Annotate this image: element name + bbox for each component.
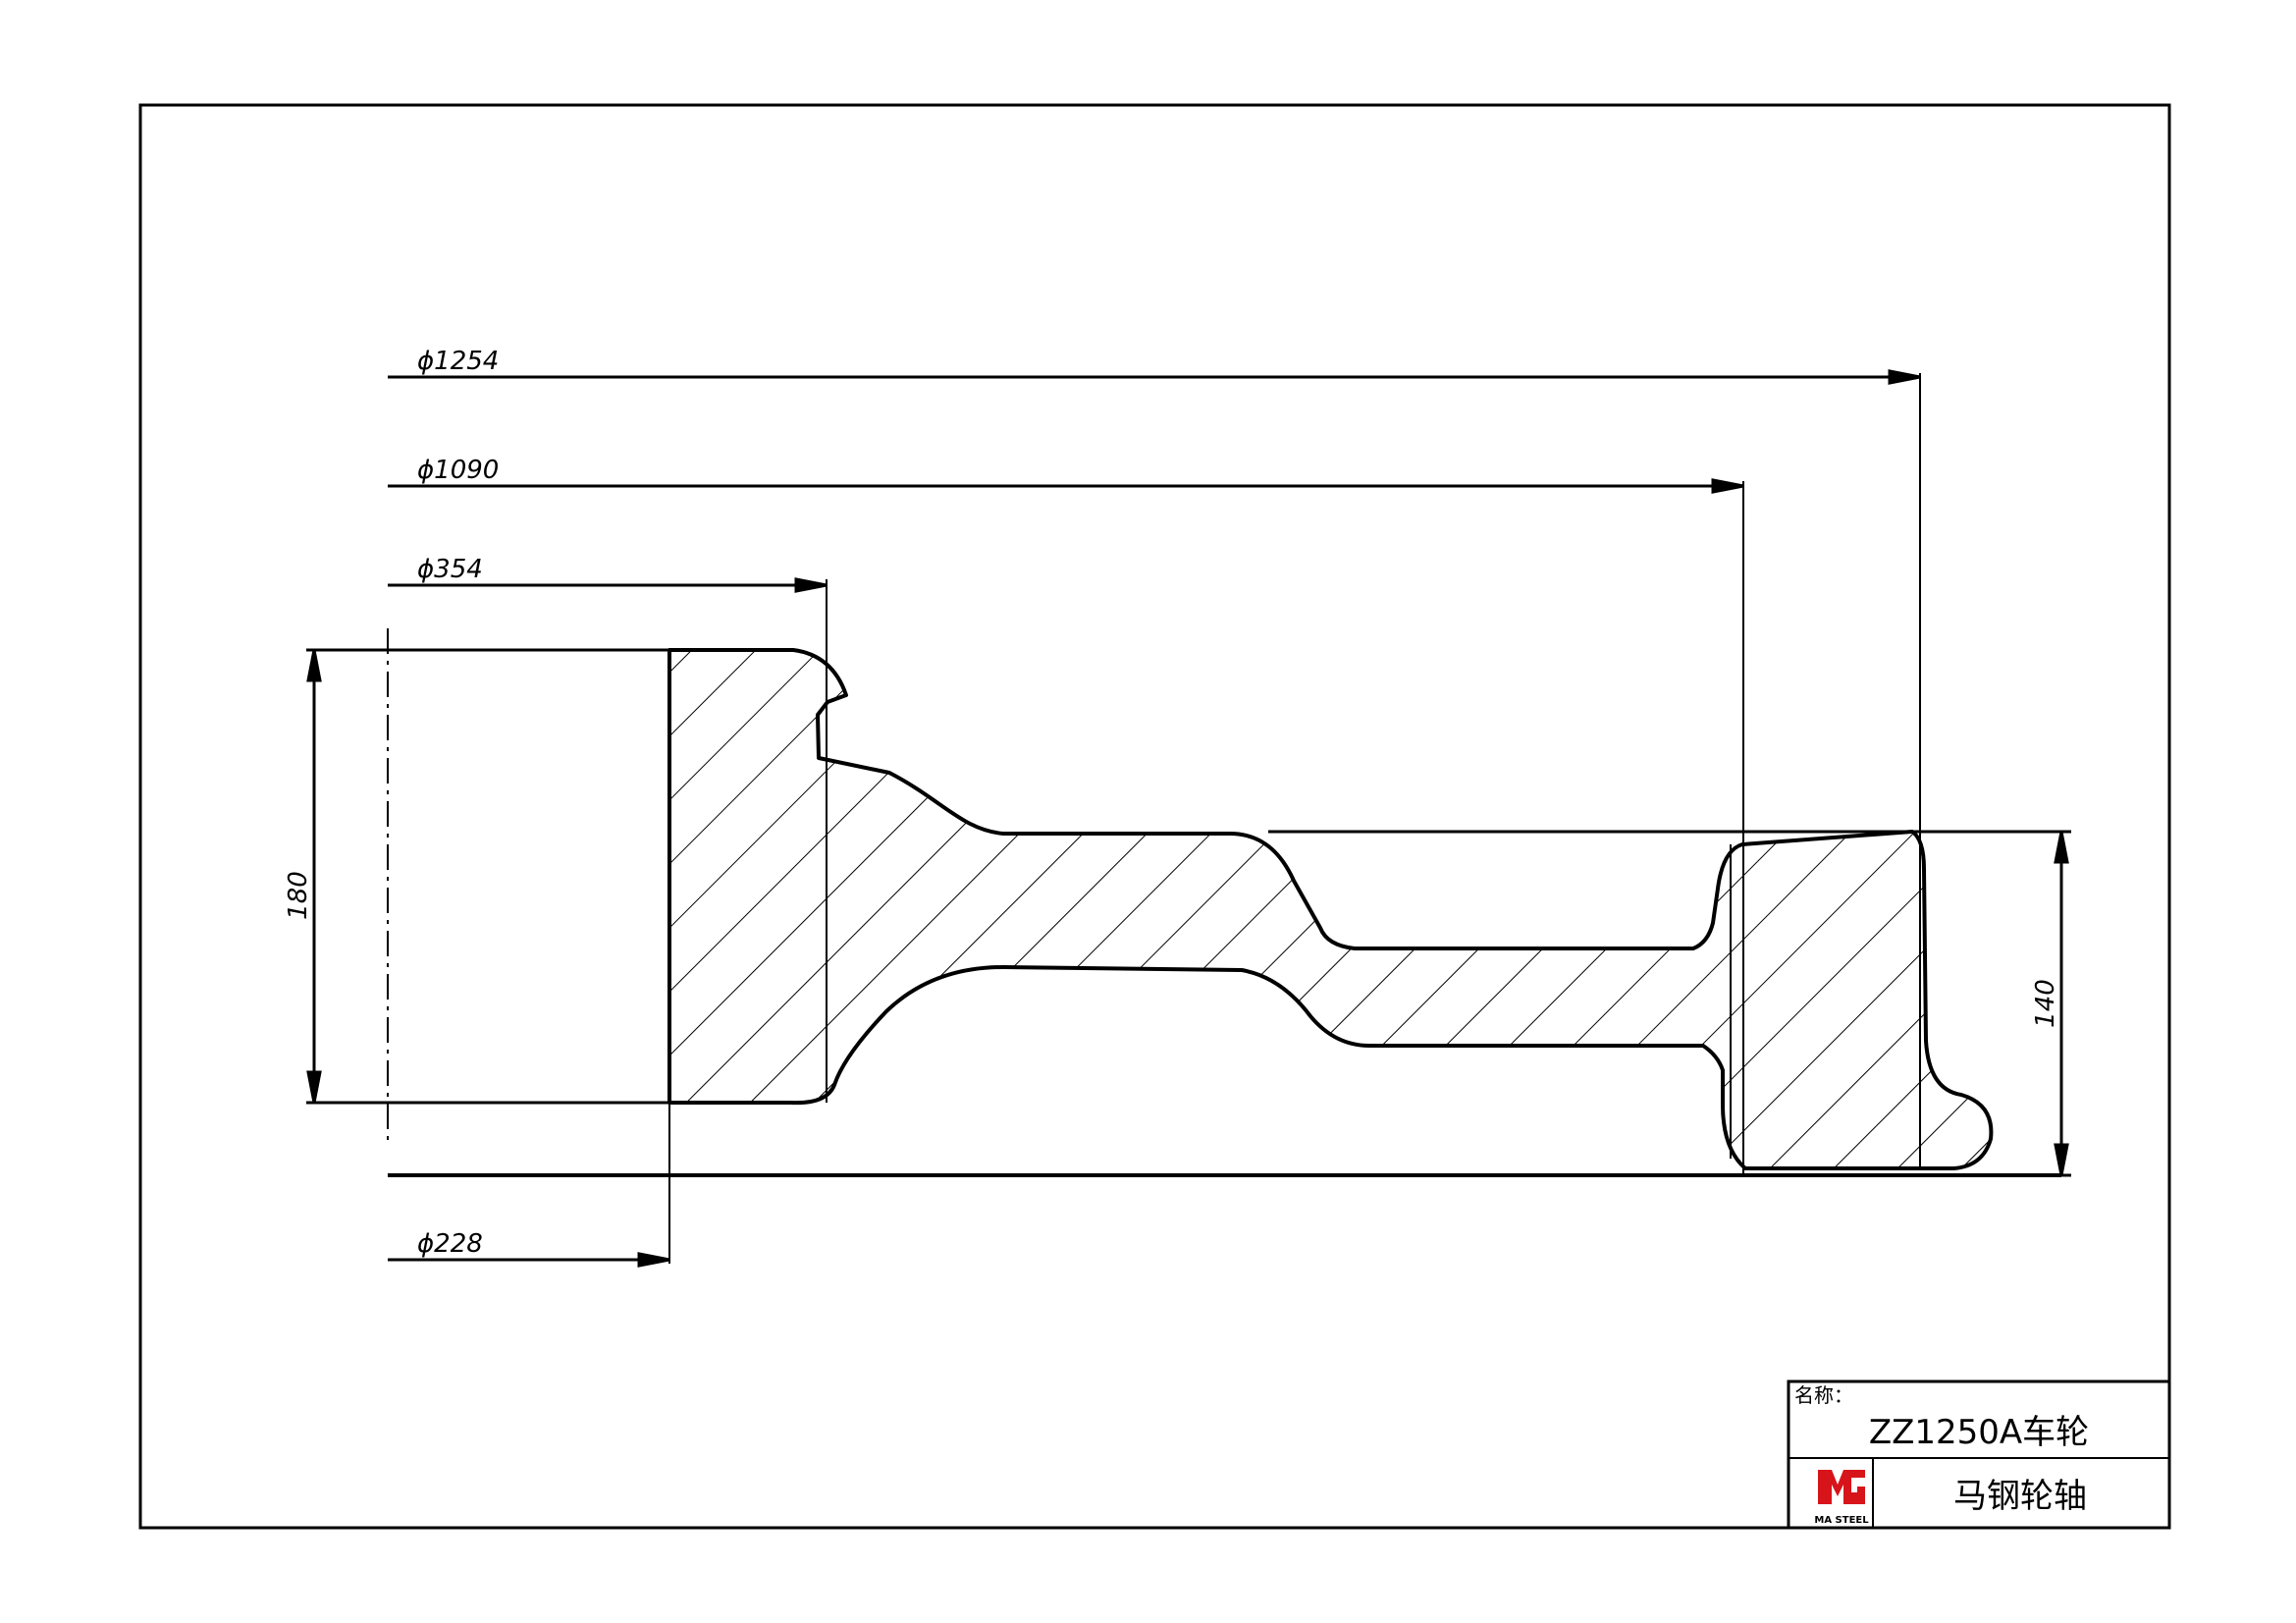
- wheel-section-hatched: [667, 648, 1994, 1170]
- name-label: 名称：: [1794, 1383, 1853, 1407]
- dimension-d354: ϕ354: [417, 555, 483, 584]
- height-dimension-180: [306, 648, 388, 1105]
- title-block: 名称： ZZ1250A车轮 马钢轮轴 MA STEEL: [1787, 1380, 2171, 1530]
- hub-bore: [388, 648, 669, 1105]
- diameter-dimensions: [388, 369, 1921, 1268]
- dimension-d1254: ϕ1254: [417, 347, 499, 376]
- drawing-frame: [138, 103, 2171, 1530]
- company-name: 马钢轮轴: [1953, 1477, 2087, 1516]
- dimension-h180: 180: [284, 871, 313, 920]
- section-guide-lines: [668, 373, 1921, 1264]
- height-dimension-140: [1912, 830, 2071, 1177]
- ma-steel-logo-icon: [1818, 1470, 1865, 1504]
- dimension-d1090: ϕ1090: [417, 456, 499, 485]
- logo-text: MA STEEL: [1814, 1515, 1869, 1526]
- dimension-d228: ϕ228: [417, 1229, 483, 1259]
- part-name: ZZ1250A车轮: [1869, 1413, 2089, 1452]
- wheel-section: [667, 648, 1994, 1170]
- dimension-h140: 140: [2031, 979, 2060, 1028]
